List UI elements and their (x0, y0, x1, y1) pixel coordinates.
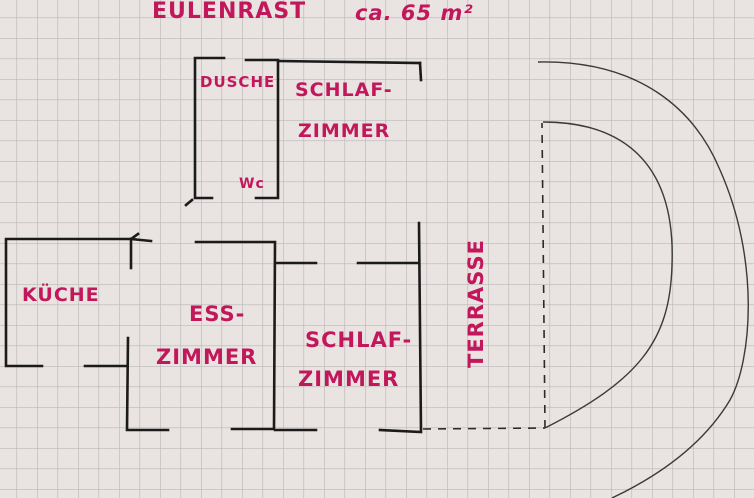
terrace-outer-curve (537, 61, 749, 498)
walls-bedroom-top (276, 59, 423, 82)
room-label-terrace: TERRASSE (464, 239, 488, 368)
room-label-bedroom-bottom-1: SCHLAF- (305, 328, 412, 352)
room-label-dining-2: ZIMMER (156, 345, 257, 369)
walls-bathroom (184, 56, 280, 207)
room-label-kitchen: KÜCHE (22, 282, 100, 306)
room-label-dining-1: ESS- (189, 302, 245, 326)
terrace-outline (422, 122, 546, 430)
room-label-bedroom-bottom-2: ZIMMER (298, 367, 399, 391)
room-label-bedroom-top-1: SCHLAF- (295, 79, 393, 101)
terrace-inner-curve (542, 121, 673, 429)
walls-kitchen (4, 232, 153, 368)
room-label-bedroom-top-2: ZIMMER (298, 120, 390, 142)
plan-title: EULENRAST (152, 0, 306, 24)
walls-dining (125, 240, 277, 432)
walls-bedroom-bottom (273, 221, 423, 434)
plan-area: ca. 65 m² (355, 1, 474, 25)
room-label-wc: Wc (239, 176, 265, 192)
room-label-dusche: DUSCHE (200, 73, 275, 91)
